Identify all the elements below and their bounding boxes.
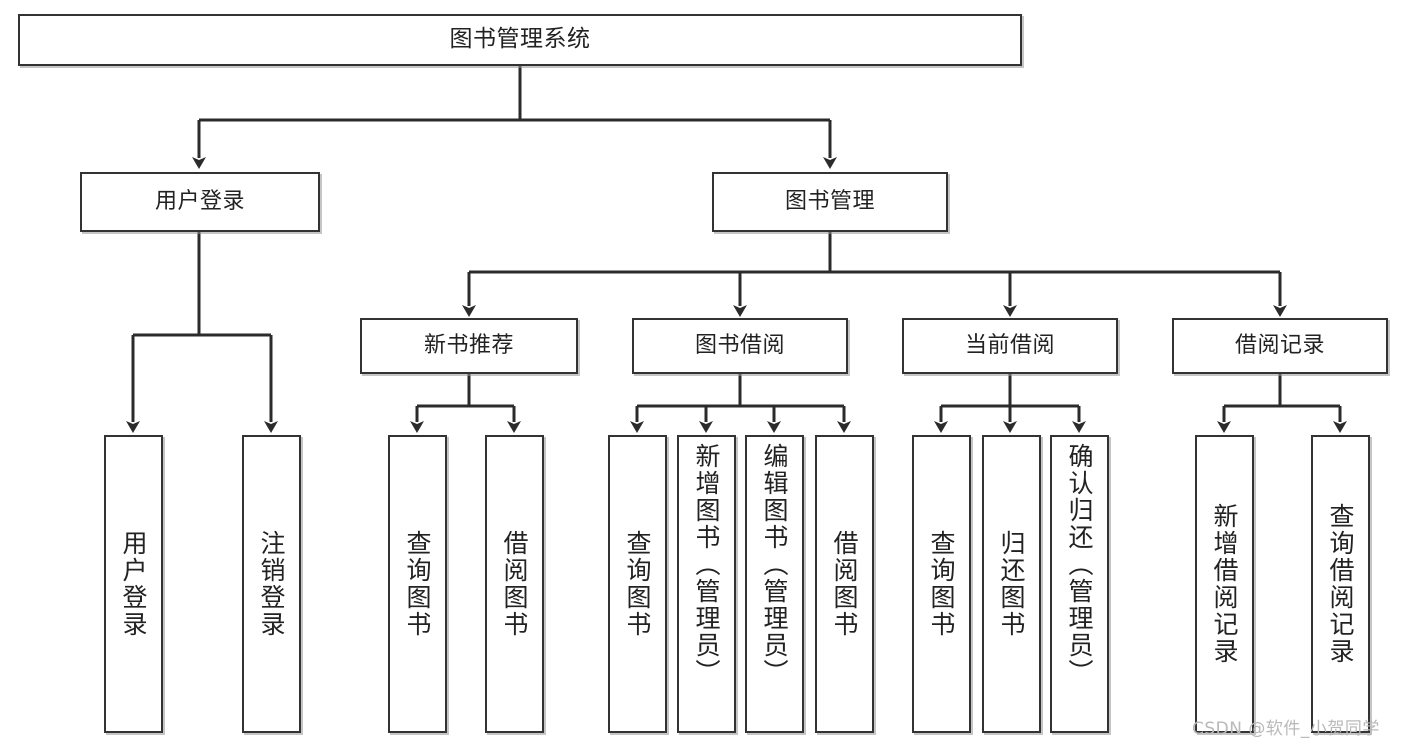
node-current-borrow[interactable]: 当前借阅 [902, 318, 1118, 374]
node-label: 当前借阅 [964, 332, 1055, 358]
node-label: 借阅图书 [830, 530, 859, 638]
node-label: 图书管理系统 [449, 26, 591, 53]
node-label: 查询图书 [623, 530, 652, 638]
node-label: 用户登录 [119, 530, 148, 638]
leaf-borrow-book[interactable]: 借阅图书 [815, 435, 874, 733]
node-new-book-recommend[interactable]: 新书推荐 [360, 318, 578, 374]
node-label: 图书借阅 [694, 332, 785, 358]
node-user-login[interactable]: 用户登录 [80, 172, 320, 232]
leaf-query-book-recommend[interactable]: 查询图书 [388, 435, 447, 733]
node-label: 查询借阅记录 [1326, 503, 1355, 665]
leaf-return-book[interactable]: 归还图书 [982, 435, 1041, 733]
node-label: 用户登录 [154, 188, 245, 214]
csdn-watermark: CSDN @软件_小贺同学 [1192, 719, 1380, 739]
leaf-query-book-current[interactable]: 查询图书 [912, 435, 971, 733]
leaf-confirm-return-admin[interactable]: 确认归还（管理员） [1050, 435, 1109, 733]
node-label: 查询图书 [403, 530, 432, 638]
leaf-add-book-admin[interactable]: 新增图书（管理员） [677, 435, 736, 733]
node-label: 确认归还（管理员） [1065, 443, 1094, 686]
node-label: 注销登录 [257, 530, 286, 638]
node-label: 归还图书 [997, 530, 1026, 638]
leaf-edit-book-admin[interactable]: 编辑图书（管理员） [745, 435, 804, 733]
node-root-book-management-system[interactable]: 图书管理系统 [18, 14, 1022, 66]
node-borrow-record[interactable]: 借阅记录 [1172, 318, 1388, 374]
node-book-borrow[interactable]: 图书借阅 [632, 318, 848, 374]
node-label: 编辑图书（管理员） [760, 443, 789, 686]
leaf-borrow-book-recommend[interactable]: 借阅图书 [485, 435, 544, 733]
leaf-query-book-borrow[interactable]: 查询图书 [608, 435, 667, 733]
node-label: 借阅图书 [500, 530, 529, 638]
leaf-logout[interactable]: 注销登录 [242, 435, 301, 733]
node-label: 借阅记录 [1234, 332, 1325, 358]
node-label: 图书管理 [784, 188, 875, 214]
node-label: 新书推荐 [423, 332, 514, 358]
node-book-management[interactable]: 图书管理 [712, 172, 948, 232]
node-label: 新增借阅记录 [1210, 503, 1239, 665]
leaf-add-borrow-record[interactable]: 新增借阅记录 [1195, 435, 1254, 733]
node-label: 新增图书（管理员） [692, 443, 721, 686]
node-label: 查询图书 [927, 530, 956, 638]
leaf-user-login[interactable]: 用户登录 [104, 435, 163, 733]
leaf-query-borrow-record[interactable]: 查询借阅记录 [1311, 435, 1370, 733]
